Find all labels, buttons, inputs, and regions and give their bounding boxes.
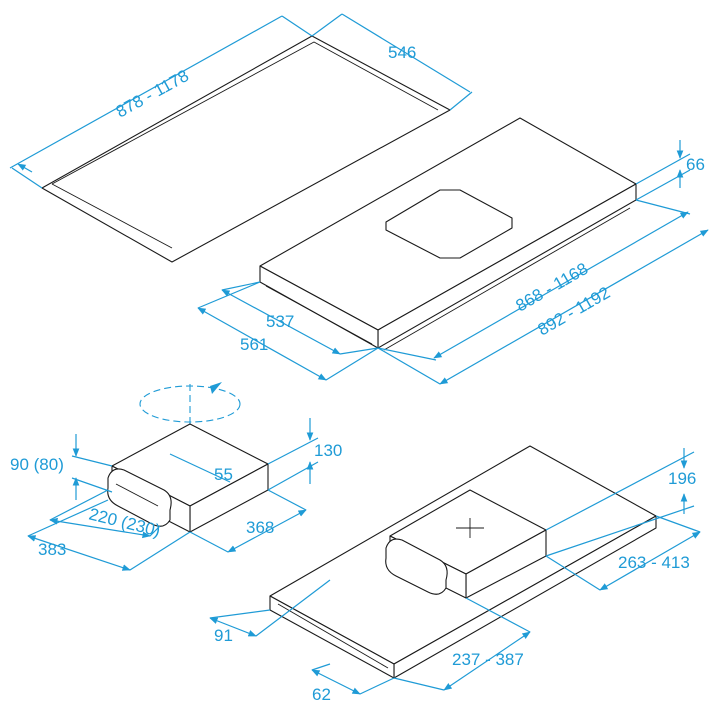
assembly-side-offset-label: 91 — [214, 626, 233, 645]
hood-inner-width-label: 537 — [266, 312, 294, 331]
motor-duct-outlet — [107, 468, 172, 527]
motor-height-dimensions: 130 90 (80) — [10, 418, 342, 500]
hood-outer-length-line — [439, 229, 709, 385]
ceiling-width-label: 546 — [388, 43, 416, 62]
motor-width-line — [27, 535, 131, 571]
assembly-duct-outlet — [385, 538, 448, 595]
motor-height-top-label: 130 — [314, 441, 342, 460]
assembly-length-range-label: 237 - 387 — [452, 650, 524, 669]
motor-depth-label: 368 — [246, 518, 274, 537]
assembly-motor-offset-label: 263 - 413 — [618, 553, 690, 572]
hood-height-label: 66 — [686, 155, 705, 174]
motor-width-label: 383 — [38, 540, 66, 559]
motor-unit: 55 — [107, 423, 269, 533]
ceiling-plate-rim — [51, 41, 439, 185]
assembly-view — [269, 445, 657, 679]
motor-rotation-line — [169, 453, 231, 483]
assembly-motor-height-label: 196 — [668, 469, 696, 488]
ceiling-width-dimension: 546 — [311, 13, 473, 111]
assembly-length-range-line — [443, 631, 531, 691]
assembly-dimensions: 196 263 - 413 91 237 - 387 62 — [209, 448, 701, 704]
rotation-ellipse — [139, 385, 241, 423]
hood-outer-width-line — [197, 307, 327, 381]
ceiling-width-line — [341, 13, 471, 93]
hood-width-dimensions: 537 561 — [197, 281, 379, 381]
assembly-front-offset-line — [311, 669, 361, 695]
hood-height-dimension: 66 — [635, 140, 705, 201]
hood-outer-width-label: 561 — [240, 335, 268, 354]
assembly-front-offset-label: 62 — [312, 685, 331, 704]
motor-rotation-label: 55 — [214, 465, 233, 484]
assembly-side-offset-line — [209, 617, 257, 637]
motor-depth-line — [227, 509, 307, 553]
ceiling-length-line — [9, 15, 283, 169]
motor-height-label: 90 (80) — [10, 455, 64, 474]
motor-duct-width-line — [49, 517, 151, 539]
assembly-motor-offset-line — [599, 531, 701, 591]
